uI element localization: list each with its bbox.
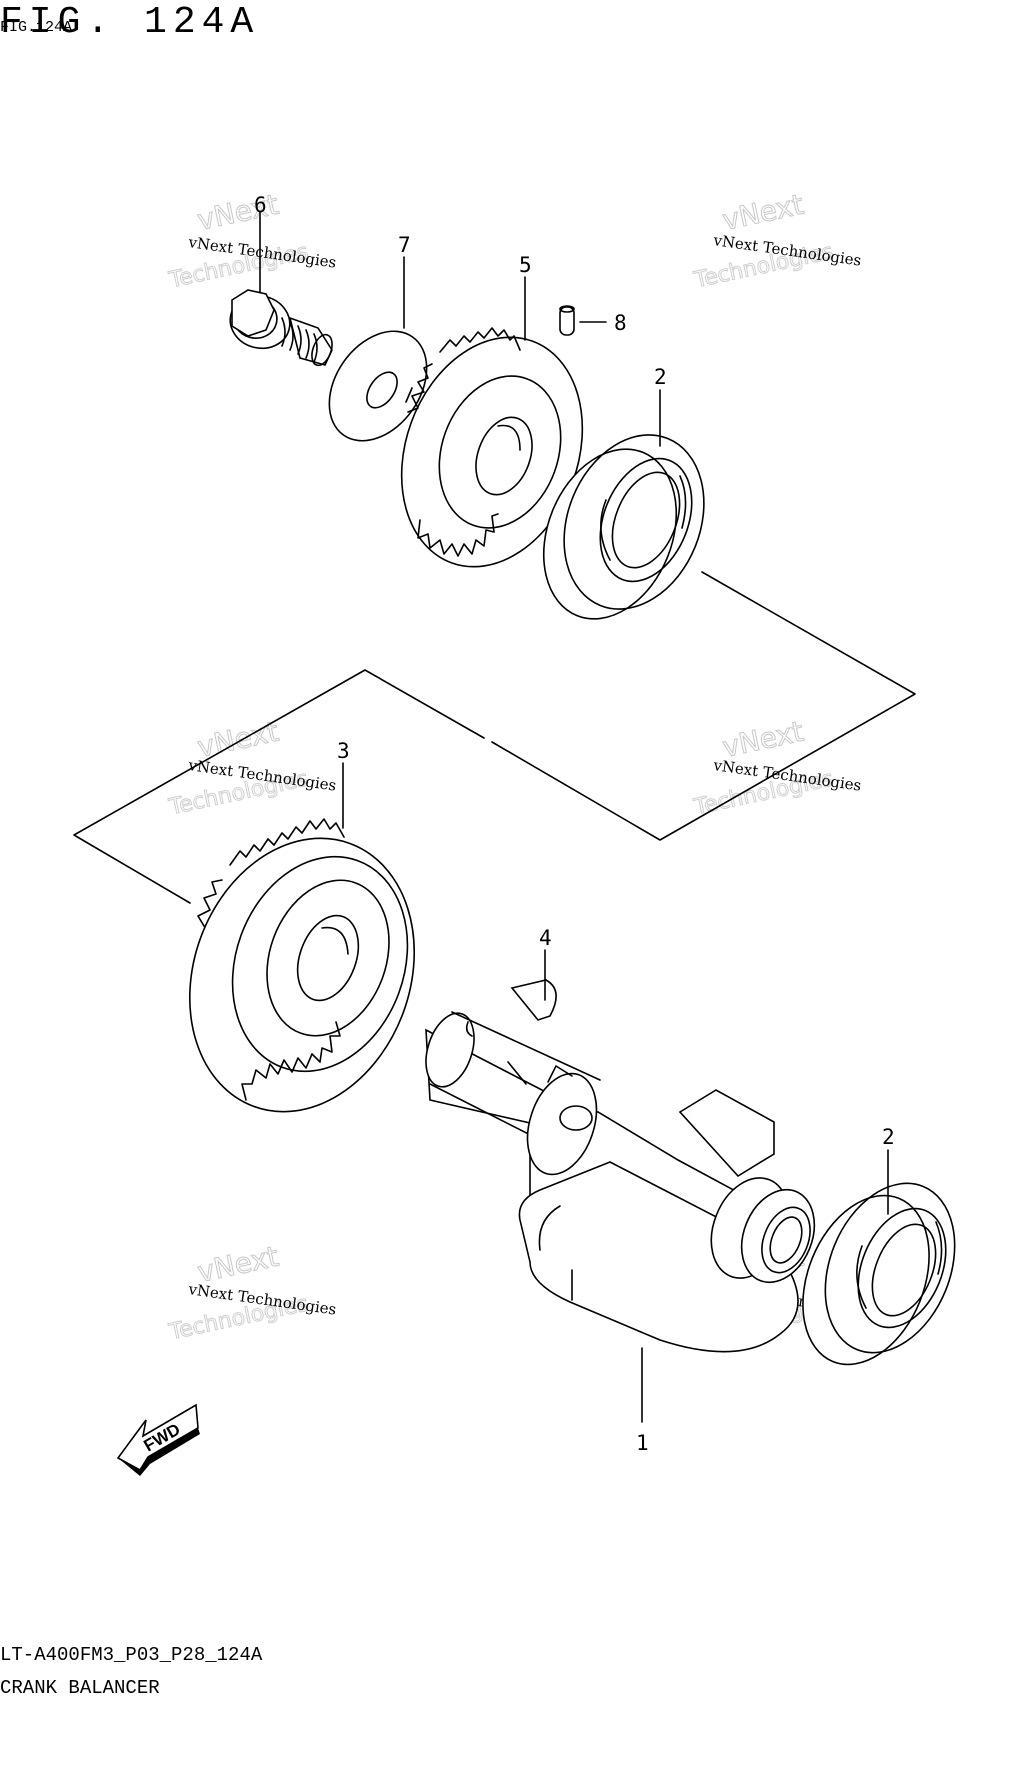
part-4-key <box>510 979 557 1021</box>
part-7-washer <box>328 330 428 442</box>
part-8-dowel-pin <box>559 305 575 336</box>
watermark-vnext: vNext <box>195 715 282 764</box>
callout-5: 5 <box>519 253 532 277</box>
watermark-vnext: vNext <box>195 1240 282 1289</box>
figure-subtitle: FIG.124A <box>0 19 72 36</box>
callout-2-lower: 2 <box>882 1125 895 1149</box>
callout-2-upper: 2 <box>654 365 667 389</box>
callout-6: 6 <box>254 193 267 217</box>
callout-8: 8 <box>614 311 627 335</box>
section-name: CRANK BALANCER <box>0 1677 160 1699</box>
callout-leaders <box>259 211 889 1423</box>
watermark-vnext: vNext <box>720 715 807 764</box>
part-6-flange-bolt <box>229 289 333 367</box>
callout-4: 4 <box>539 926 552 950</box>
part-3-balancer-drive-gear <box>188 818 416 1113</box>
part-2-bearing-upper <box>542 434 705 620</box>
watermark-vnext: vNext <box>195 188 282 237</box>
callout-1: 1 <box>636 1431 649 1455</box>
figure-title: FIG. 124A <box>0 1 259 44</box>
model-code: LT-A400FM3_P03_P28_124A <box>0 1644 263 1666</box>
part-1-crank-balancer-shaft <box>425 1011 816 1353</box>
callout-3: 3 <box>337 739 350 763</box>
callout-7: 7 <box>398 233 411 257</box>
assembly-frame-lines <box>73 571 916 904</box>
watermark-vnext: vNext <box>720 188 807 237</box>
fwd-arrow: FWD <box>116 1403 200 1476</box>
part-2-bearing-lower <box>802 1182 956 1366</box>
